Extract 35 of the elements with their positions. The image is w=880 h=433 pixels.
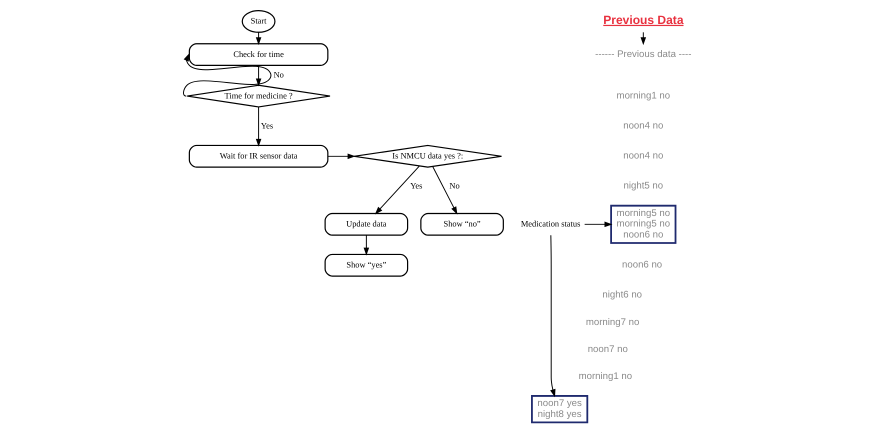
node-box: Update data: [324, 212, 408, 236]
arrow: [374, 166, 420, 214]
label: noon4 no: [623, 150, 664, 162]
arrow: [328, 154, 356, 160]
label: morning7 no: [586, 316, 640, 328]
node-box: noon7 yes night8 yes: [531, 395, 588, 424]
label: noon4 no: [623, 120, 664, 132]
node-diamond: Is NMCU data yes ?:: [353, 144, 502, 168]
node-box: Check for time: [188, 43, 328, 66]
node-diamond: Time for medicine ?: [186, 84, 331, 108]
label: noon6 no: [622, 260, 662, 271]
arrow: [256, 65, 262, 86]
node-text: Previous Data: [603, 12, 684, 27]
label: night5 no: [624, 180, 664, 192]
label: morning1 no: [578, 370, 632, 382]
node-box: Show “no”: [420, 212, 504, 236]
arrow: [183, 53, 272, 97]
node-box: Show “yes”: [324, 254, 408, 277]
edge-label: No: [274, 70, 284, 80]
node-box: morning5 no morning5 no noon6 no: [610, 204, 676, 244]
arrow: [584, 222, 612, 228]
label: night6 no: [602, 290, 642, 301]
edge-label: Yes: [260, 120, 274, 130]
node-box: Wait for IR sensor data: [188, 144, 328, 168]
node-ellipse: Start: [242, 10, 276, 33]
node-text: ------ Previous data ----: [595, 48, 692, 60]
node-text: Medication status: [520, 218, 580, 229]
arrow: [364, 234, 370, 256]
arrow: [432, 166, 458, 215]
edge-label: Yes: [410, 180, 422, 191]
edge-label: No: [449, 180, 460, 191]
label: noon7 no: [588, 344, 628, 355]
arrow: [550, 234, 556, 398]
arrow: [256, 106, 262, 147]
label: morning1 no: [616, 90, 670, 102]
